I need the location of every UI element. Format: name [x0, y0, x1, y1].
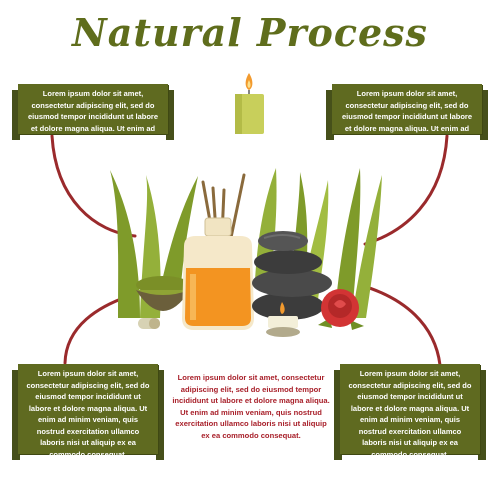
info-box-bottom-right: Lorem ipsum dolor sit amet, consectetur …	[334, 364, 486, 460]
tea-light-icon	[266, 302, 300, 337]
info-box-top-left: Lorem ipsum dolor sit amet, consectetur …	[12, 84, 174, 144]
page-title: Natural Process	[72, 10, 428, 55]
oil-diffuser-icon	[182, 217, 254, 330]
pill-icon	[138, 318, 160, 329]
connector-top-right	[363, 134, 449, 246]
candle-icon	[235, 73, 264, 134]
connector-bottom-right	[358, 283, 442, 367]
center-description: Lorem ipsum dolor sit amet, consectetur …	[172, 373, 330, 440]
herb-bowl-icon	[136, 276, 190, 311]
spa-stones-icon	[252, 231, 332, 320]
info-box-top-right: Lorem ipsum dolor sit amet, consectetur …	[326, 84, 488, 144]
info-box-bottom-left: Lorem ipsum dolor sit amet, consectetur …	[12, 364, 164, 460]
rose-icon	[318, 289, 364, 330]
